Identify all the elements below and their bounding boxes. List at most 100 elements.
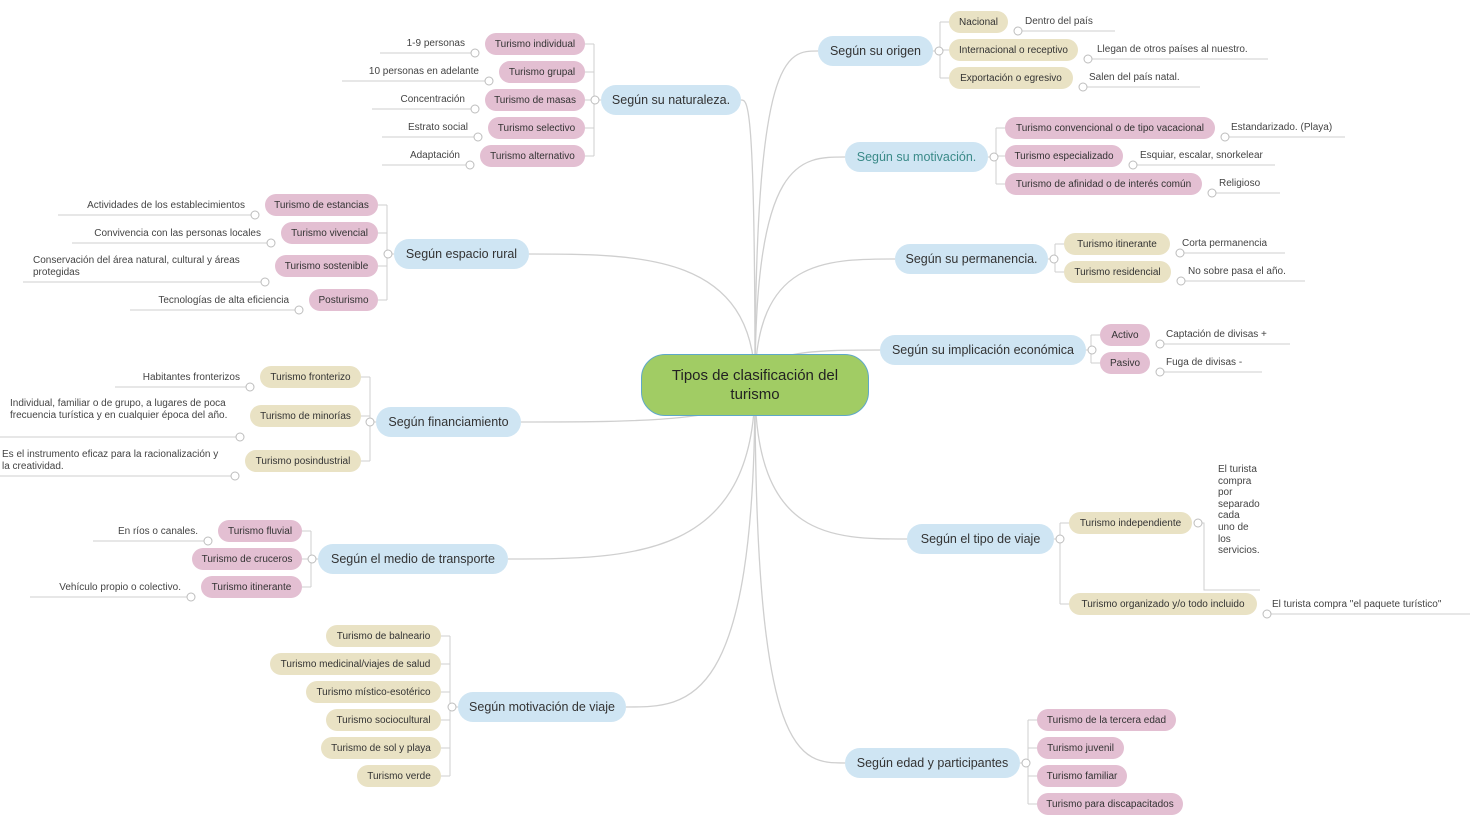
subtopic-turismo-de-la-tercera-edad[interactable]: Turismo de la tercera edad xyxy=(1037,709,1176,731)
branch-connector-segun-edad-y-participantes xyxy=(754,384,846,764)
leaf-toggle-dot[interactable] xyxy=(266,238,276,248)
subtopic-turismo-medicinal-viajes-de-salud[interactable]: Turismo medicinal/viajes de salud xyxy=(270,653,441,675)
leaf-toggle-dot[interactable] xyxy=(484,76,494,86)
leaf-toggle-dot[interactable] xyxy=(1175,248,1185,258)
leaf-note: Corta permanencia xyxy=(1182,238,1268,249)
leaf-toggle-dot[interactable] xyxy=(203,536,213,546)
subtopic-turismo-familiar[interactable]: Turismo familiar xyxy=(1037,765,1127,787)
leaf-underline xyxy=(1202,522,1260,591)
subtopic-turismo-itinerante[interactable]: Turismo itinerante xyxy=(201,576,302,598)
subtopic-turismo-verde[interactable]: Turismo verde xyxy=(357,765,441,787)
leaf-toggle-dot[interactable] xyxy=(245,382,255,392)
subtopic-turismo-fronterizo[interactable]: Turismo fronterizo xyxy=(260,366,361,388)
main-topic-segun-su-permanencia[interactable]: Según su permanencia. xyxy=(895,244,1048,274)
subtopic-turismo-alternativo[interactable]: Turismo alternativo xyxy=(480,145,585,167)
branch-toggle-dot[interactable] xyxy=(1049,254,1059,264)
leaf-toggle-dot[interactable] xyxy=(1193,518,1203,528)
subtopic-turismo-independiente[interactable]: Turismo independiente xyxy=(1069,512,1192,534)
subtopic-turismo-especializado[interactable]: Turismo especializado xyxy=(1005,145,1123,167)
leaf-toggle-dot[interactable] xyxy=(1128,160,1138,170)
branch-toggle-dot[interactable] xyxy=(934,46,944,56)
subtopic-turismo-posindustrial[interactable]: Turismo posindustrial xyxy=(245,450,361,472)
subtopic-turismo-vivencial[interactable]: Turismo vivencial xyxy=(281,222,378,244)
branch-toggle-dot[interactable] xyxy=(307,554,317,564)
branch-toggle-dot[interactable] xyxy=(590,95,600,105)
branch-connector-segun-motivacion-de-viaje xyxy=(625,384,756,708)
leaf-toggle-dot[interactable] xyxy=(470,48,480,58)
subtopic-turismo-grupal[interactable]: Turismo grupal xyxy=(499,61,585,83)
leaf-toggle-dot[interactable] xyxy=(294,305,304,315)
subtopic-turismo-de-minorias[interactable]: Turismo de minorías xyxy=(250,405,361,427)
subtopic-turismo-de-masas[interactable]: Turismo de masas xyxy=(485,89,585,111)
leaf-toggle-dot[interactable] xyxy=(1155,367,1165,377)
leaf-toggle-dot[interactable] xyxy=(230,471,240,481)
leaf-toggle-dot[interactable] xyxy=(473,132,483,142)
subtopic-exportacion-o-egresivo[interactable]: Exportación o egresivo xyxy=(949,67,1073,89)
subtopic-turismo-itinerante[interactable]: Turismo itinerante xyxy=(1064,233,1170,255)
main-topic-segun-su-motivacion[interactable]: Según su motivación. xyxy=(845,142,988,172)
main-topic-segun-su-implicacion-economica[interactable]: Según su implicación económica xyxy=(880,335,1086,365)
subtopic-turismo-de-cruceros[interactable]: Turismo de cruceros xyxy=(192,548,302,570)
leaf-note: Estandarizado. (Playa) xyxy=(1231,122,1333,133)
leaf-note: Individual, familiar o de grupo, a lugar… xyxy=(10,398,228,421)
subtopic-turismo-convencional-o-de-tipo-vacacional[interactable]: Turismo convencional o de tipo vacaciona… xyxy=(1005,117,1215,139)
central-topic[interactable]: Tipos de clasificación del turismo xyxy=(641,354,869,416)
leaf-note: Habitantes fronterizos xyxy=(142,372,240,383)
leaf-toggle-dot[interactable] xyxy=(1220,132,1230,142)
branch-connector-segun-espacio-rural xyxy=(528,253,756,386)
subtopic-turismo-organizado-y-o-todo-incluido[interactable]: Turismo organizado y/o todo incluido xyxy=(1069,593,1257,615)
subtopic-turismo-de-sol-y-playa[interactable]: Turismo de sol y playa xyxy=(321,737,441,759)
subtopic-turismo-sostenible[interactable]: Turismo sostenible xyxy=(275,255,378,277)
main-topic-segun-edad-y-participantes[interactable]: Según edad y participantes xyxy=(845,748,1020,778)
leaf-note: No sobre pasa el año. xyxy=(1188,266,1286,277)
main-topic-segun-motivacion-de-viaje[interactable]: Según motivación de viaje xyxy=(458,692,626,722)
main-topic-segun-el-tipo-de-viaje[interactable]: Según el tipo de viaje xyxy=(907,524,1054,554)
leaf-toggle-dot[interactable] xyxy=(1262,609,1272,619)
leaf-toggle-dot[interactable] xyxy=(260,277,270,287)
branch-toggle-dot[interactable] xyxy=(365,417,375,427)
branch-toggle-dot[interactable] xyxy=(1087,345,1097,355)
branch-toggle-dot[interactable] xyxy=(447,702,457,712)
leaf-toggle-dot[interactable] xyxy=(470,104,480,114)
main-topic-segun-el-medio-de-transporte[interactable]: Según el medio de transporte xyxy=(318,544,508,574)
leaf-toggle-dot[interactable] xyxy=(465,160,475,170)
leaf-toggle-dot[interactable] xyxy=(1176,276,1186,286)
leaf-toggle-dot[interactable] xyxy=(235,432,245,442)
leaf-toggle-dot[interactable] xyxy=(1083,54,1093,64)
main-topic-segun-su-naturaleza[interactable]: Según su naturaleza. xyxy=(601,85,741,115)
branch-toggle-dot[interactable] xyxy=(1021,758,1031,768)
subtopic-activo[interactable]: Activo xyxy=(1100,324,1150,346)
leaf-toggle-dot[interactable] xyxy=(186,592,196,602)
leaf-toggle-dot[interactable] xyxy=(1207,188,1217,198)
leaf-toggle-dot[interactable] xyxy=(1078,82,1088,92)
subtopic-turismo-para-discapacitados[interactable]: Turismo para discapacitados xyxy=(1037,793,1183,815)
subtopic-posturismo[interactable]: Posturismo xyxy=(309,289,378,311)
main-topic-segun-su-origen[interactable]: Según su origen xyxy=(818,36,933,66)
branch-toggle-dot[interactable] xyxy=(989,152,999,162)
subtopic-pasivo[interactable]: Pasivo xyxy=(1100,352,1150,374)
subtopic-turismo-residencial[interactable]: Turismo residencial xyxy=(1064,261,1171,283)
subtopic-turismo-selectivo[interactable]: Turismo selectivo xyxy=(488,117,585,139)
main-topic-segun-espacio-rural[interactable]: Según espacio rural xyxy=(394,239,529,269)
subtopic-turismo-de-estancias[interactable]: Turismo de estancias xyxy=(265,194,378,216)
subtopic-turismo-fluvial[interactable]: Turismo fluvial xyxy=(218,520,302,542)
leaf-note: Es el instrumento eficaz para la raciona… xyxy=(2,449,219,472)
subtopic-turismo-mistico-esoterico[interactable]: Turismo místico-esotérico xyxy=(306,681,441,703)
leaf-toggle-dot[interactable] xyxy=(1013,26,1023,36)
subtopic-internacional-o-receptivo[interactable]: Internacional o receptivo xyxy=(949,39,1078,61)
subtopic-turismo-individual[interactable]: Turismo individual xyxy=(485,33,585,55)
subtopic-turismo-de-afinidad-o-de-interes-comun[interactable]: Turismo de afinidad o de interés común xyxy=(1005,173,1202,195)
main-topic-segun-financiamiento[interactable]: Según financiamiento xyxy=(376,407,521,437)
subtopic-turismo-de-balneario[interactable]: Turismo de balneario xyxy=(326,625,441,647)
branch-connector-segun-su-naturaleza xyxy=(740,99,756,386)
subtopic-turismo-sociocultural[interactable]: Turismo sociocultural xyxy=(326,709,441,731)
leaf-note: Salen del país natal. xyxy=(1089,72,1180,83)
branch-connector-segun-el-medio-de-transporte xyxy=(507,384,756,560)
leaf-note: Llegan de otros países al nuestro. xyxy=(1097,44,1248,55)
leaf-toggle-dot[interactable] xyxy=(1155,339,1165,349)
branch-toggle-dot[interactable] xyxy=(383,249,393,259)
branch-toggle-dot[interactable] xyxy=(1055,534,1065,544)
subtopic-turismo-juvenil[interactable]: Turismo juvenil xyxy=(1037,737,1124,759)
leaf-toggle-dot[interactable] xyxy=(250,210,260,220)
subtopic-nacional[interactable]: Nacional xyxy=(949,11,1008,33)
